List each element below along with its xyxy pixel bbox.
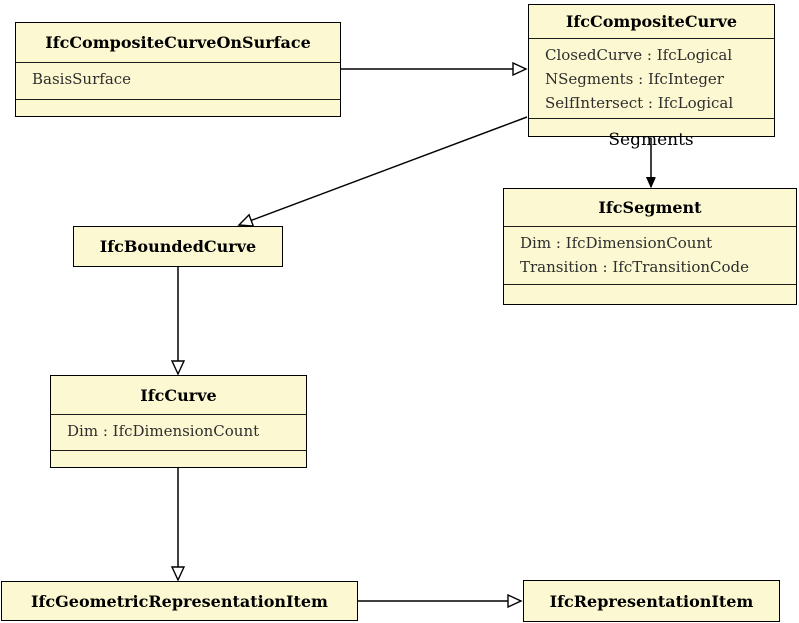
class-box-ifccompositecurveonsurface[interactable]: IfcCompositeCurveOnSurface BasisSurface (15, 22, 341, 117)
class-title: IfcCompositeCurveOnSurface (45, 33, 311, 52)
edge-inheritance-compositecurve-to-boundedcurve (239, 116, 528, 225)
class-attributes-compartment: Dim : IfcDimensionCount Transition : Ifc… (504, 226, 796, 284)
class-attribute: ClosedCurve : IfcLogical (545, 46, 733, 64)
class-attribute: SelfIntersect : IfcLogical (545, 94, 734, 112)
class-attribute: Transition : IfcTransitionCode (520, 258, 750, 276)
class-title: IfcSegment (598, 198, 702, 217)
class-title: IfcGeometricRepresentationItem (31, 591, 328, 611)
class-title: IfcRepresentationItem (549, 591, 754, 611)
edge-label-segments: Segments (608, 130, 694, 150)
class-box-ifcsegment[interactable]: IfcSegment Dim : IfcDimensionCount Trans… (503, 188, 797, 305)
class-attribute: Dim : IfcDimensionCount (520, 234, 713, 252)
class-box-ifcboundedcurve[interactable]: IfcBoundedCurve (73, 226, 283, 267)
class-title: IfcBoundedCurve (99, 237, 257, 256)
class-box-ifccompositecurve[interactable]: IfcCompositeCurve ClosedCurve : IfcLogic… (528, 4, 775, 137)
class-attributes-compartment: Dim : IfcDimensionCount (51, 414, 306, 450)
class-attribute: BasisSurface (32, 70, 132, 88)
class-box-ifcgeometricrepresentationitem[interactable]: IfcGeometricRepresentationItem (1, 581, 358, 621)
class-box-ifccurve[interactable]: IfcCurve Dim : IfcDimensionCount (50, 375, 307, 468)
class-operations-compartment (51, 450, 306, 467)
class-operations-compartment (529, 118, 774, 136)
class-attribute: Dim : IfcDimensionCount (67, 422, 260, 440)
class-title: IfcCurve (140, 385, 217, 405)
class-title: IfcCompositeCurve (565, 12, 738, 31)
class-attributes-compartment: ClosedCurve : IfcLogical NSegments : Ifc… (529, 38, 774, 118)
class-attribute: NSegments : IfcInteger (545, 70, 724, 88)
class-box-ifcrepresentationitem[interactable]: IfcRepresentationItem (523, 580, 780, 622)
class-operations-compartment (16, 99, 340, 116)
class-attributes-compartment: BasisSurface (16, 62, 340, 99)
class-operations-compartment (504, 284, 796, 304)
